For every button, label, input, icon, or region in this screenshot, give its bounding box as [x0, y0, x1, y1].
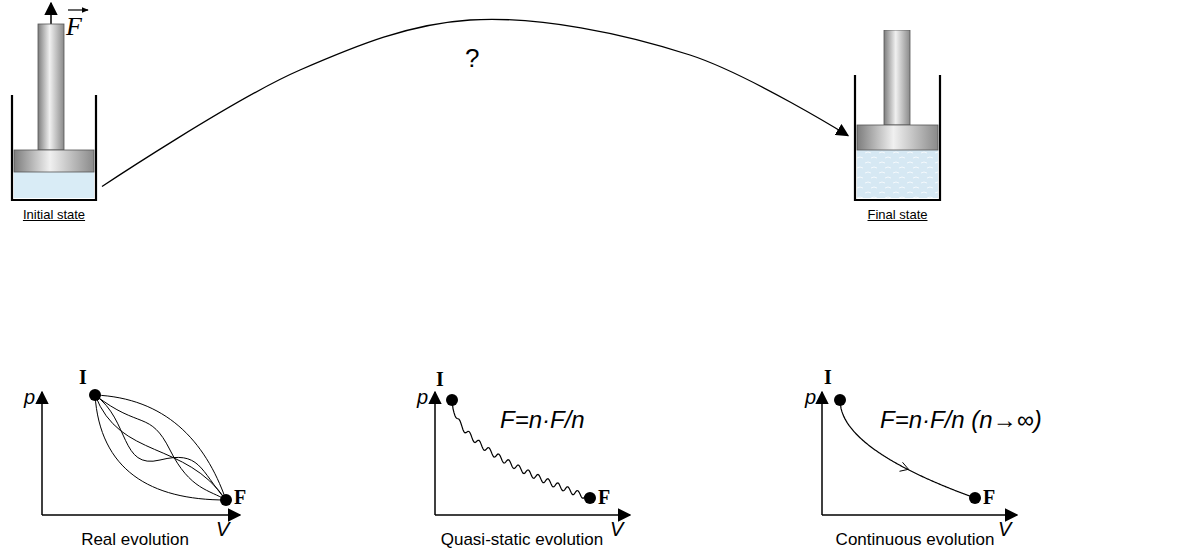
axis-label: V	[216, 518, 229, 541]
axis-label: p	[805, 386, 816, 409]
v-axis	[435, 514, 630, 516]
p-axis	[434, 392, 436, 515]
state-label: I	[824, 366, 832, 389]
state-dot	[89, 389, 101, 401]
panel-caption: Real evolution	[81, 530, 189, 550]
cylinder-wall	[855, 75, 940, 200]
real-graph	[42, 389, 240, 515]
piston-head	[857, 125, 938, 150]
state-label: F	[983, 486, 995, 509]
v-axis	[822, 514, 1017, 516]
v-axis	[42, 514, 240, 516]
gas	[14, 172, 94, 198]
process-curve	[95, 395, 226, 500]
p-axis	[41, 392, 43, 515]
piston-rod	[38, 24, 64, 150]
state-label: I	[436, 368, 444, 391]
process-curve	[95, 395, 226, 500]
force-equation: F=n·F/n (n→∞)	[880, 406, 1042, 434]
state-illustration: Initial state	[8, 0, 100, 222]
quasi-static-graph	[435, 392, 630, 515]
panel-caption: Continuous evolution	[836, 530, 995, 550]
piston-rod	[884, 30, 910, 125]
edge-label: ?	[462, 44, 482, 73]
cylinder-wall	[12, 95, 96, 200]
state-caption: Initial state	[8, 207, 100, 222]
stepped-curve	[452, 400, 590, 498]
axis-label: V	[610, 518, 623, 541]
initial-piston	[8, 0, 100, 204]
state-label: F	[598, 486, 610, 509]
process-curve	[95, 395, 226, 500]
axis-label: p	[417, 386, 428, 409]
transition-arrow	[102, 19, 848, 186]
vector-arrow	[68, 9, 88, 10]
state-label: I	[79, 366, 87, 389]
panel-caption: Quasi-static evolution	[441, 530, 604, 550]
axis-label: p	[24, 386, 35, 409]
direction-tick	[900, 462, 909, 471]
gas	[857, 150, 938, 198]
state-dot	[220, 494, 232, 506]
process-curve	[95, 395, 226, 500]
process-curve	[95, 395, 226, 500]
force-arrow	[50, 3, 52, 24]
force-symbol: F	[66, 12, 82, 42]
p-axis	[821, 392, 823, 515]
final-piston	[850, 30, 945, 204]
axis-label: V	[998, 518, 1011, 541]
state-illustration: Final state	[850, 30, 945, 222]
piston-head	[14, 150, 94, 172]
state-caption: Final state	[850, 207, 945, 222]
state-label: F	[234, 486, 246, 509]
force-equation: F=n·F/n	[500, 406, 585, 434]
